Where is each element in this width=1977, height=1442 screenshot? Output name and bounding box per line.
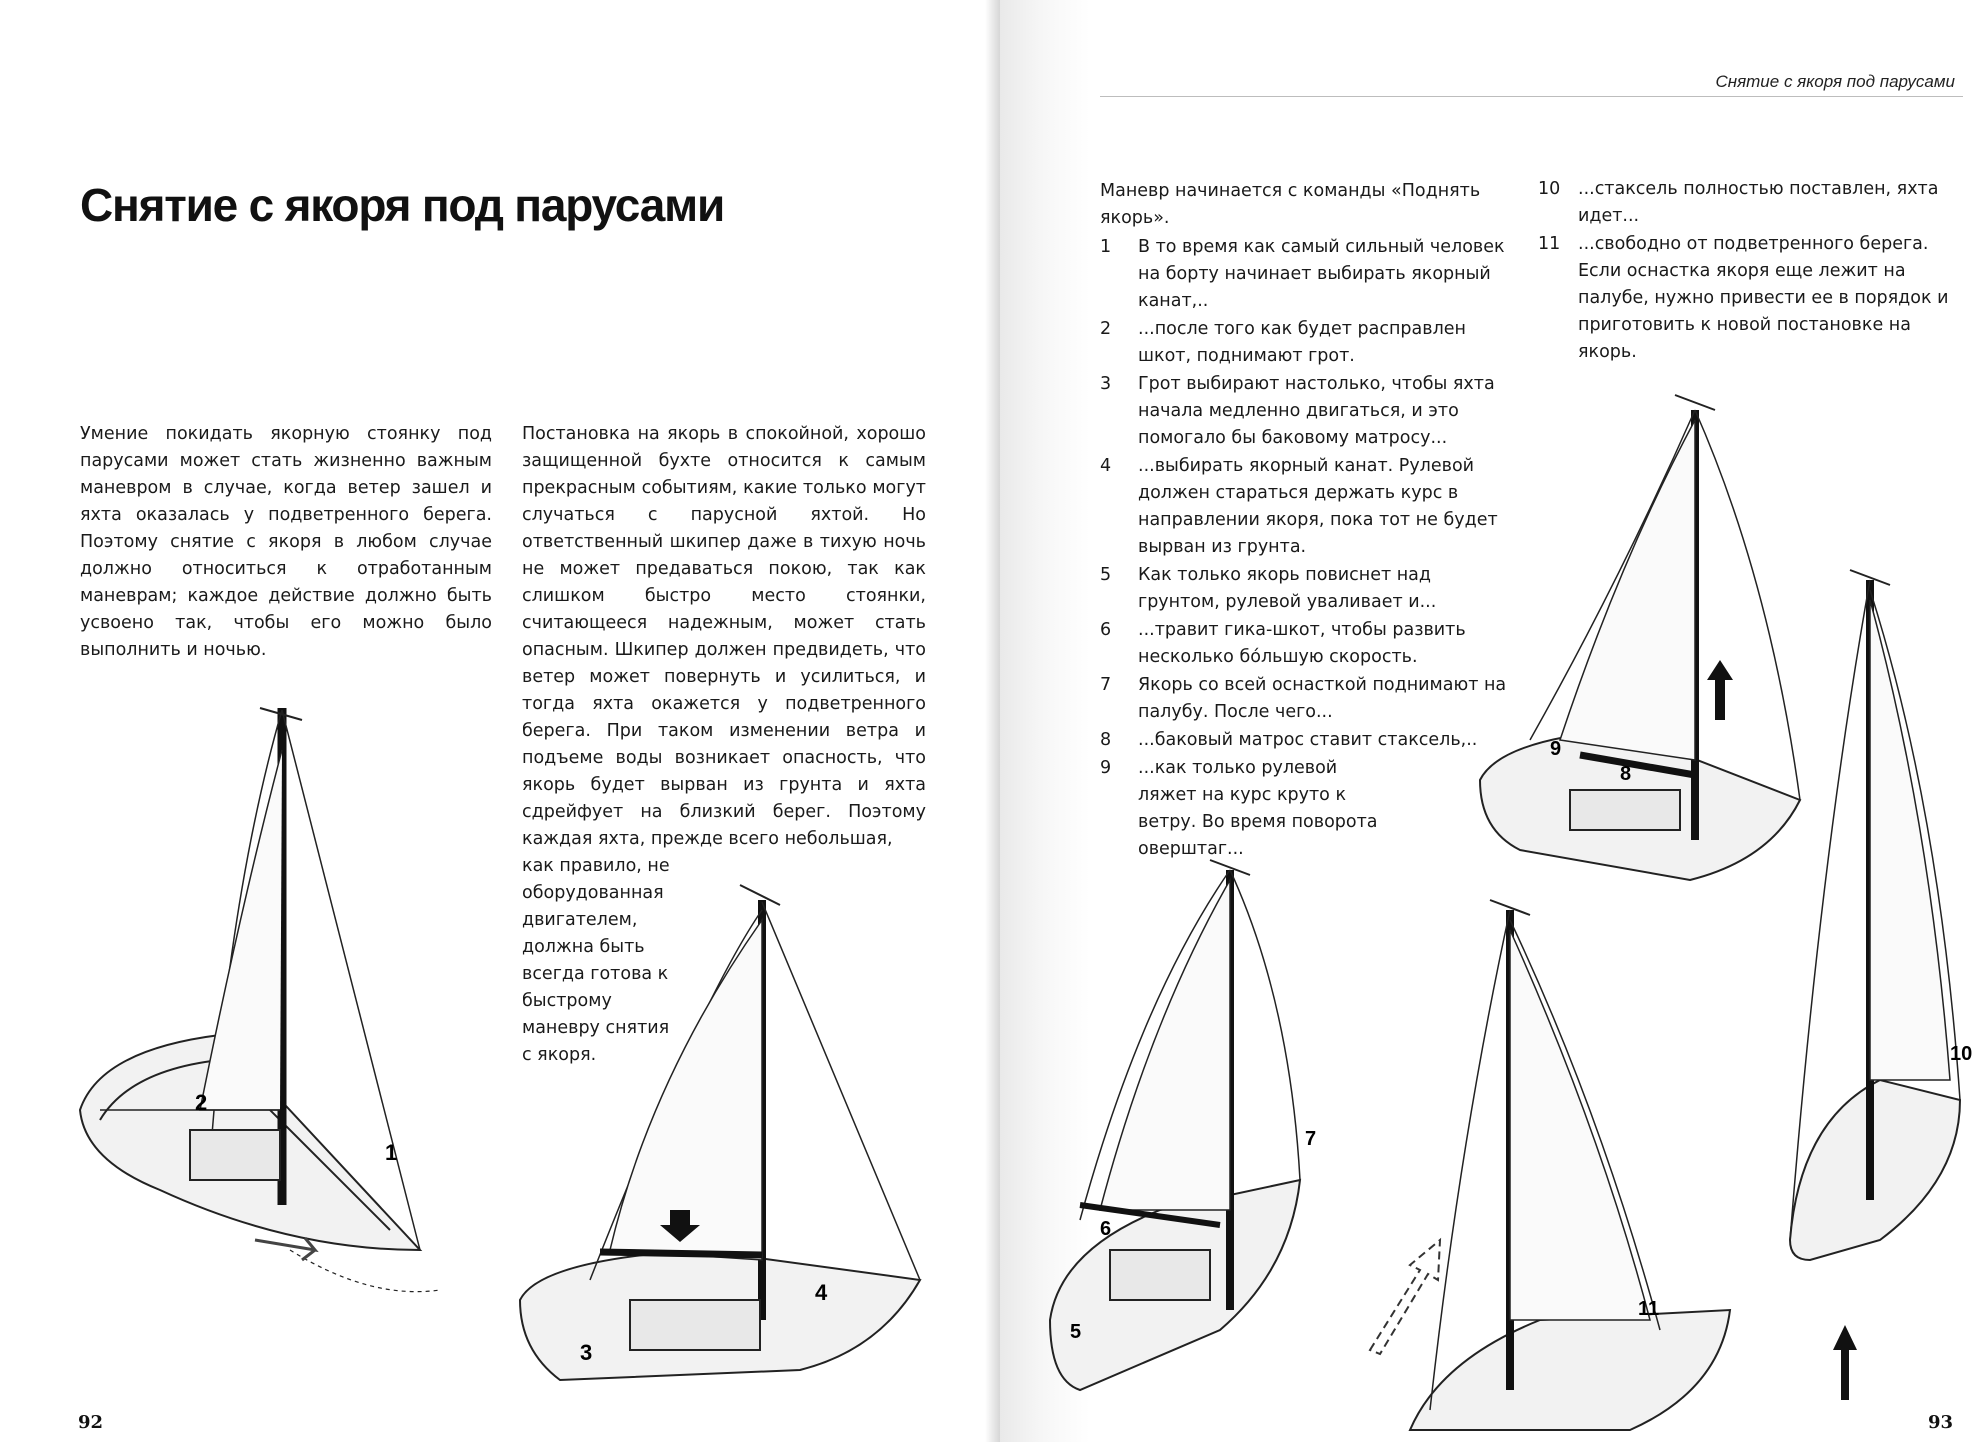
figure-label-6: 6: [1100, 1218, 1111, 1240]
yacht-illustration-steps-5-7: 6 5 7: [1048, 859, 1316, 1392]
page-title: Снятие с якоря под парусами: [80, 179, 725, 231]
figure-label-7: 7: [1305, 1128, 1316, 1150]
wind-direction-icon: [1833, 1325, 1857, 1400]
figure-label-5: 5: [1070, 1321, 1081, 1343]
figure-label-9: 9: [1550, 738, 1561, 760]
running-head: Снятие с якоря под парусами: [1715, 72, 1955, 91]
step-item: 4...выбирать якорный канат. Рулевой долж…: [1100, 456, 1498, 557]
figure-label-4: 4: [815, 1280, 828, 1305]
yacht-illustration-step-11: 11: [1408, 899, 1732, 1431]
figure-label-11: 11: [1638, 1298, 1659, 1320]
page-number-right: 93: [1927, 1412, 1953, 1433]
figure-label-8: 8: [1620, 763, 1631, 785]
figure-label-10: 10: [1950, 1043, 1972, 1065]
steps-column-2: 10...стаксель полностью поставлен, яхта …: [1538, 176, 1958, 367]
up-arrow-icon: [1707, 660, 1733, 720]
figure-label-3: 3: [580, 1340, 592, 1365]
lower-arrow-icon: [660, 1210, 700, 1242]
page-number-left: 92: [78, 1412, 104, 1433]
steps-intro: Маневр начинается с команды «Поднять яко…: [1100, 181, 1481, 228]
step-item: 11...свободно от подветренного берега. Е…: [1538, 234, 1949, 362]
course-arrow-icon: [1368, 1237, 1442, 1356]
intro-column-2: Постановка на якорь в спокойной, хорошо …: [522, 424, 926, 849]
step-item: 2...после того как будет раcправлен шкот…: [1100, 319, 1466, 366]
yacht-illustration-steps-8-9: 9 8: [1478, 394, 1802, 882]
figure-label-2: 2: [195, 1090, 207, 1115]
wind-arrow-icon: [254, 1237, 319, 1262]
left-page: Снятие с якоря под парусами Умение покид…: [78, 179, 926, 1433]
step-item: 6...травит гика-шкот, чтобы развить неск…: [1100, 620, 1466, 667]
right-page: Снятие с якоря под парусами Маневр начин…: [1000, 0, 1977, 1442]
intro-column-2-continued: как правило, не оборудованная двигателем…: [522, 856, 670, 1065]
step-item: 8...баковый матрос ставит стаксель,..: [1100, 730, 1478, 750]
yacht-illustration-step-10: 10: [1788, 569, 1972, 1262]
yacht-illustration-steps-3-4: 3 4: [518, 884, 922, 1382]
step-item: 10...стаксель полностью поставлен, яхта …: [1538, 179, 1939, 226]
figure-label-1: 1: [385, 1140, 397, 1165]
intro-column-1: Умение покидать якорную стоянку под пару…: [80, 424, 492, 660]
step-item: 9...как только рулевой ляжет на курс кру…: [1100, 758, 1378, 859]
header-rule: [1100, 96, 1963, 97]
steps-column-1: Маневр начинается с команды «Поднять яко…: [1100, 178, 1512, 864]
yacht-illustration-steps-1-2: 2 1: [78, 707, 441, 1293]
